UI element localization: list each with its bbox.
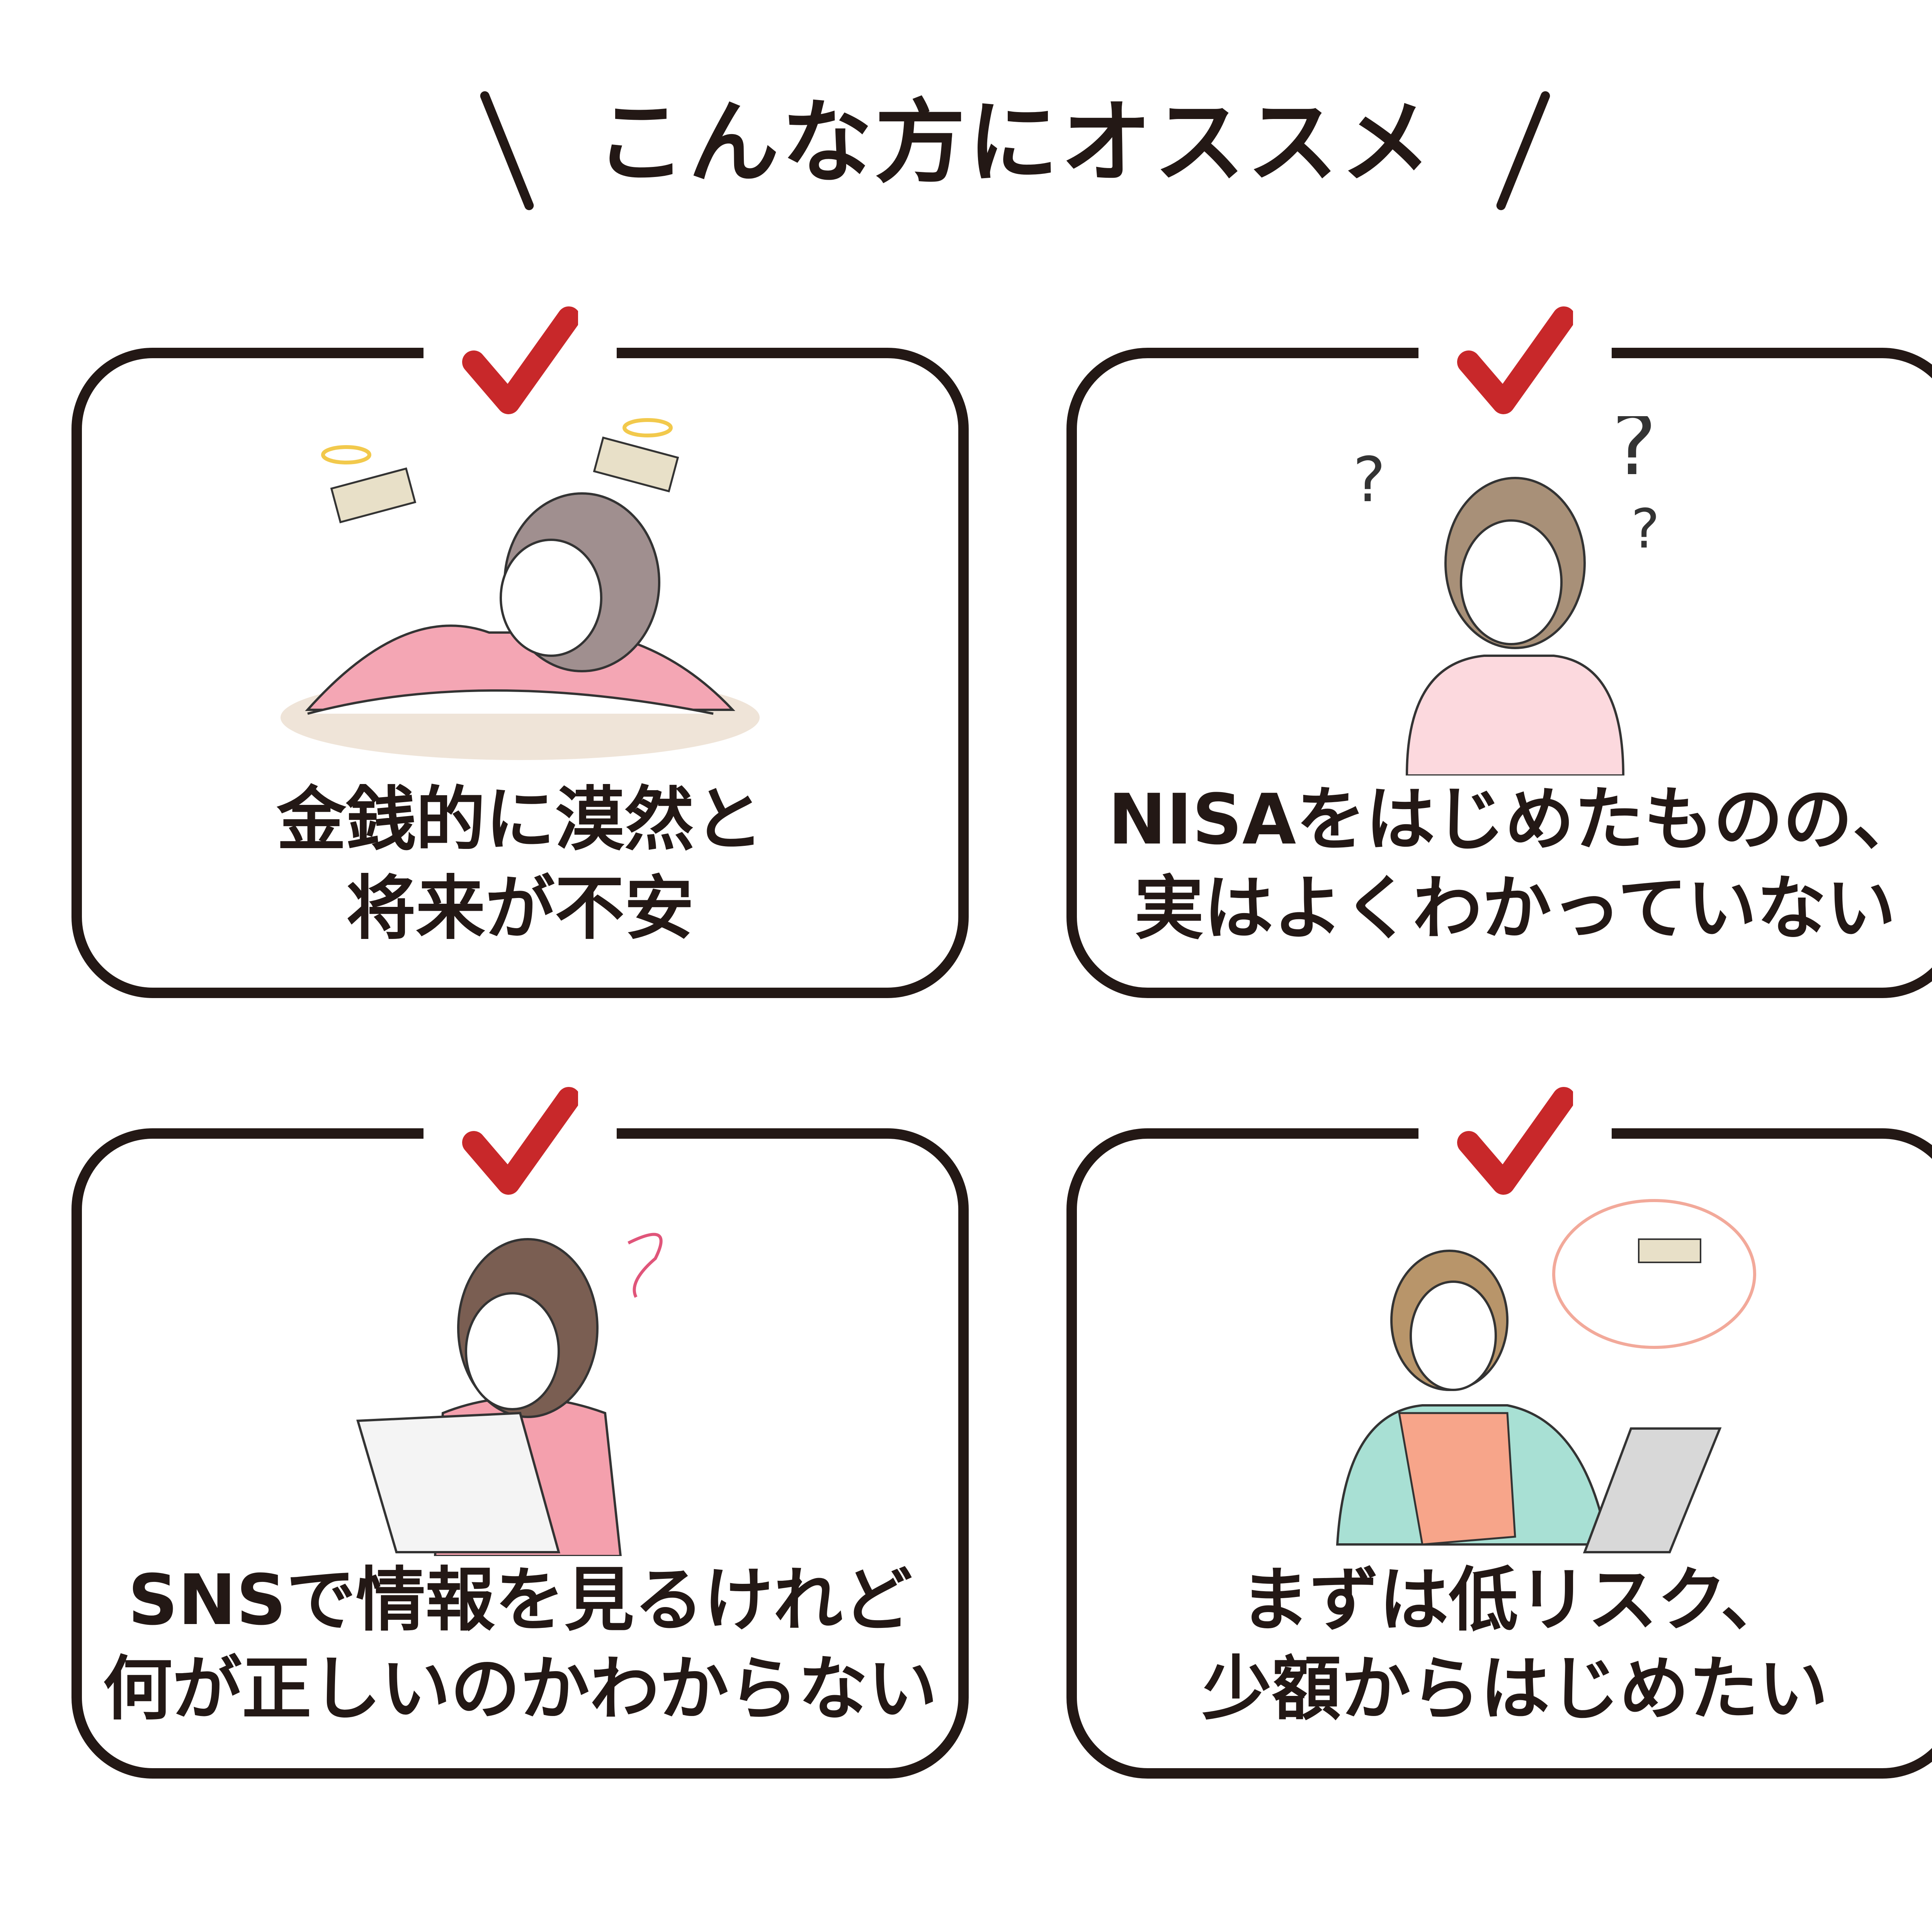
woman-thinking-savings-illustration	[1336, 1199, 1756, 1553]
check-icon	[1457, 306, 1573, 414]
woman-confused-illustration: ? ? ?	[1353, 416, 1660, 776]
recommend-card: SNSで情報を見るけれど 何が正しいのかわからない	[71, 1087, 969, 1779]
recommend-card: まずは低リスク、 少額からはじめたい	[1066, 1087, 1932, 1779]
check-icon	[462, 1087, 578, 1195]
recommend-card: ? ? ? NISAをはじめたものの、 実はよくわかっていない	[1066, 306, 1932, 998]
card-text-line2: 実はよくわかっていない	[1134, 868, 1896, 949]
page-title: こんな方にオススメ	[595, 90, 1434, 196]
recommend-card: 金銭的に漠然と 将来が不安	[71, 306, 969, 998]
woman-sad-money-illustration	[281, 418, 760, 760]
svg-text:?: ?	[1612, 416, 1657, 494]
check-icon	[1457, 1087, 1573, 1195]
card-text-line1: NISAをはじめたものの、	[1108, 779, 1922, 860]
card-text-line1: まずは低リスク、	[1240, 1560, 1790, 1641]
card-text-line2: 何が正しいのかわからない	[102, 1649, 937, 1730]
card-text-line1: 金銭的に漠然と	[276, 779, 764, 860]
svg-text:?: ?	[1631, 498, 1660, 561]
recommend-grid: 金銭的に漠然と 将来が不安 ? ? ? NISAをはじめたものの、 実はよくわか…	[71, 306, 1932, 1779]
card-text-line1: SNSで情報を見るけれど	[128, 1560, 912, 1641]
card-text-line2: 少額からはじめたい	[1202, 1649, 1828, 1730]
woman-headache-laptop-illustration	[356, 1233, 663, 1556]
page-header: こんな方にオススメ	[0, 85, 1932, 212]
svg-text:?: ?	[1353, 444, 1386, 516]
check-icon	[462, 306, 578, 414]
card-text-line2: 将来が不安	[346, 868, 694, 949]
